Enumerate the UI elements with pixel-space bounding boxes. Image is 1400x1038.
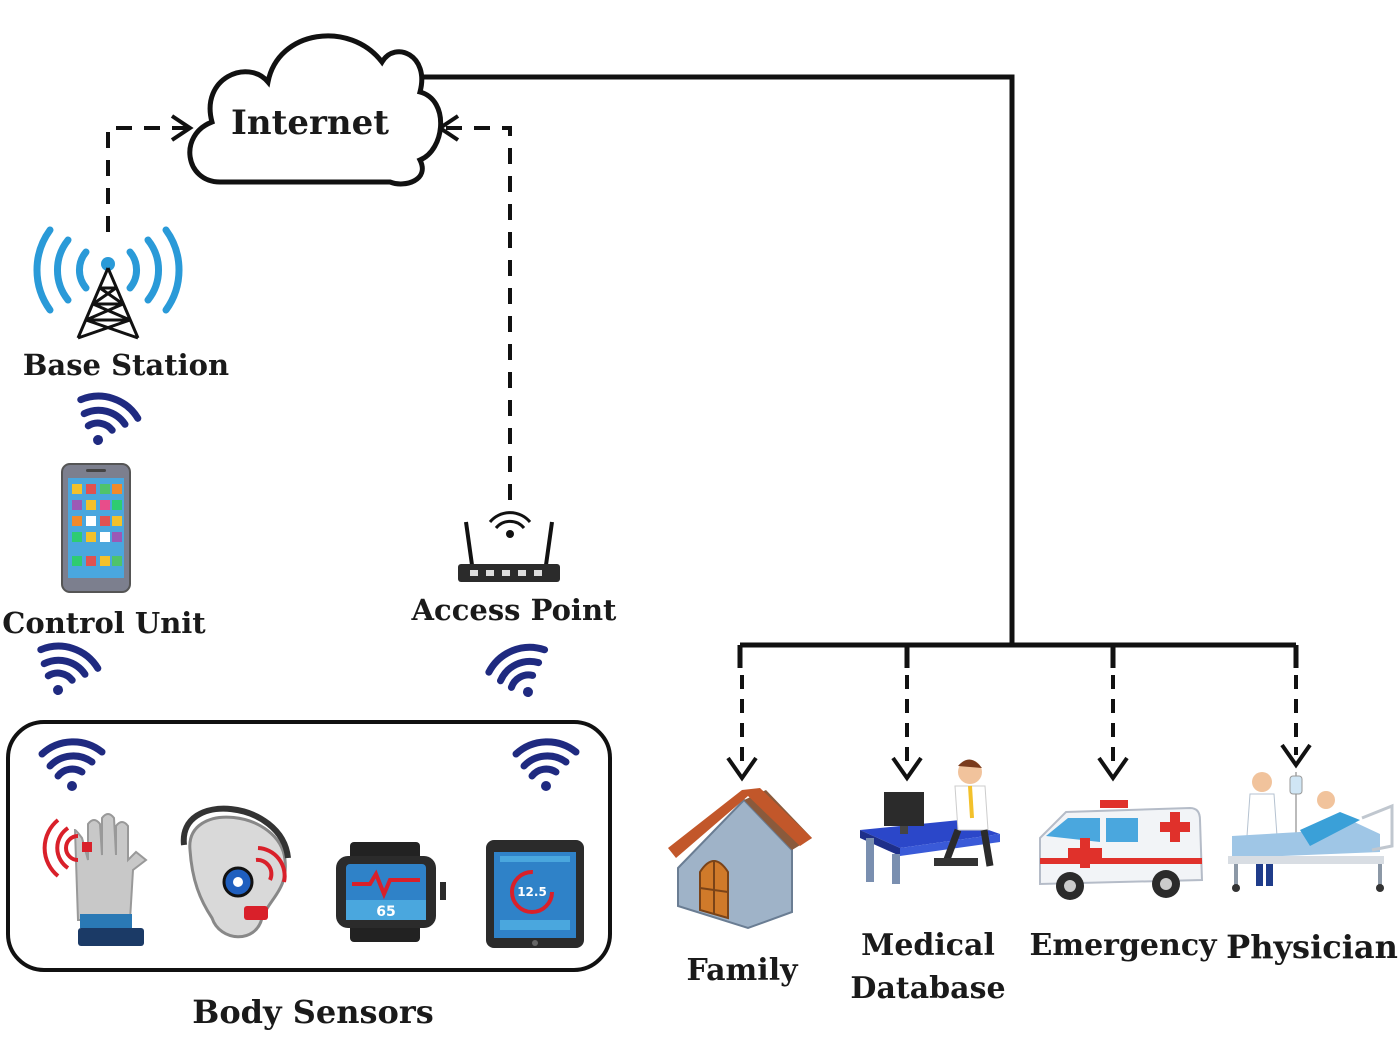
house-icon [668,788,812,930]
recipient-label: Family [686,953,799,988]
cloud-label: Internet [231,103,389,143]
control-unit-label: Control Unit [2,606,206,640]
tablet-icon: 12.5 [486,840,584,948]
recipient-label: Emergency [1029,928,1218,963]
wifi-icon [485,640,558,707]
base-station-label: Base Station [23,348,229,382]
recipient-label-line2: Database [850,971,1005,1006]
smartwatch-readout: 65 [376,904,395,920]
smartphone-icon [61,463,131,593]
body-sensors-group-frame [6,720,612,972]
smartwatch-icon: 65 [336,842,446,942]
router-icon [458,511,560,582]
recipient-dashed-drops [740,675,1298,770]
internet-trunk-line [395,74,1015,645]
access-point-label: Access Point [411,593,617,627]
recipient-drops [737,645,1299,668]
ear-sensor-icon [180,805,291,939]
ap-to-internet-connector [440,126,512,500]
glove-sensor-icon [42,813,148,946]
recipient-label: Physician [1226,928,1398,966]
base-station-tower-icon [33,226,183,340]
hospital-bed-icon [1228,772,1394,892]
recipient-label: Medical [861,928,995,963]
ambulance-icon [1039,800,1204,900]
base-to-internet-arrowhead [170,114,194,142]
wifi-icon [42,742,102,791]
base-to-internet-connector [106,126,190,232]
recipient-arrowheads [726,743,1312,782]
cloud-icon [187,33,444,187]
body-sensors-label: Body Sensors [192,993,433,1031]
office-worker-icon [860,759,1000,884]
wifi-icon [68,388,141,455]
tablet-readout: 12.5 [517,885,547,899]
wifi-icon [516,742,576,791]
connectors [106,74,1312,782]
wifi-icon [28,638,101,705]
